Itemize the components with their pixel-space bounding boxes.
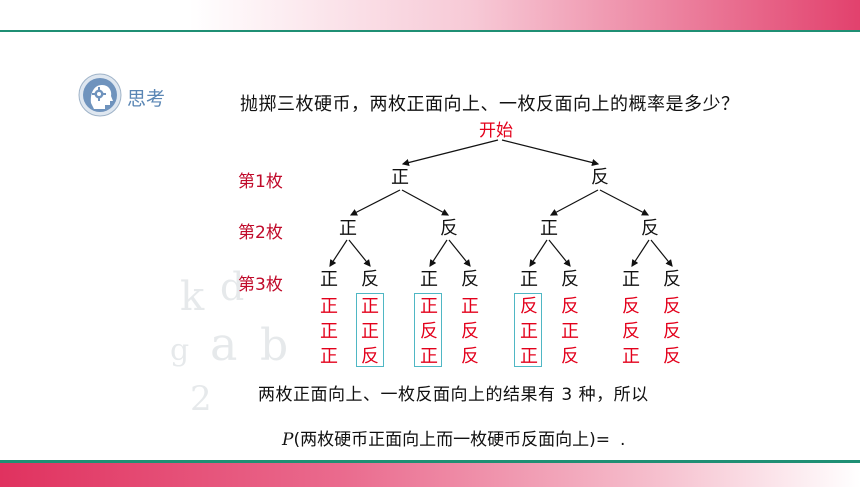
question-text: 抛掷三枚硬币，两枚正面向上、一枚反面向上的概率是多少？ (240, 94, 740, 115)
tree-node-l3: 正 (420, 269, 438, 290)
row-label-coin-1: 第1枚 (238, 172, 283, 192)
outcome-cell: 反 (520, 296, 538, 317)
tree-node-l2: 反 (440, 218, 458, 239)
tree-node-l3: 反 (461, 269, 479, 290)
tree-node-l3: 反 (361, 269, 379, 290)
outcome-cell: 反 (361, 346, 379, 367)
outcome-cell: 反 (461, 321, 479, 342)
outcome-cell: 正 (461, 296, 479, 317)
outcome-cell: 反 (663, 296, 681, 317)
tree-node-l2: 正 (540, 218, 558, 239)
tree-node-l3: 正 (320, 269, 338, 290)
outcome-cell: 正 (622, 346, 640, 367)
tree-node-l1: 正 (391, 167, 409, 188)
outcome-cell: 正 (361, 321, 379, 342)
bottom-banner (0, 460, 860, 487)
tree-node-l1: 反 (591, 167, 609, 188)
row-label-coin-2: 第2枚 (238, 223, 283, 243)
top-banner (0, 0, 860, 32)
outcome-cell: 正 (420, 346, 438, 367)
outcome-cell: 正 (361, 296, 379, 317)
outcome-cell: 反 (622, 321, 640, 342)
tree-start-node: 开始 (479, 121, 513, 141)
outcome-cell: 反 (420, 321, 438, 342)
outcome-cell: 反 (561, 296, 579, 317)
probability-formula: P(两枚硬币正面向上而一枚硬币反面向上)=. (282, 425, 625, 450)
tree-node-l2: 反 (641, 218, 659, 239)
highlight-box-outcome (356, 293, 384, 367)
tree-node-l3: 正 (622, 269, 640, 290)
probability-symbol: P (282, 430, 294, 450)
tree-node-l3: 反 (663, 269, 681, 290)
outcome-cell: 正 (520, 321, 538, 342)
outcome-cell: 正 (320, 296, 338, 317)
outcome-cell: 正 (520, 346, 538, 367)
conclusion-text: 两枚正面向上、一枚反面向上的结果有 3 种，所以 (258, 385, 649, 405)
outcome-cell: 反 (663, 321, 681, 342)
highlight-box-outcome (514, 293, 542, 367)
outcome-cell: 正 (561, 321, 579, 342)
tree-node-l2: 正 (339, 218, 357, 239)
outcome-cell: 反 (561, 346, 579, 367)
probability-tail: . (619, 430, 626, 450)
think-heading: 思考 (127, 88, 166, 110)
probability-expression: (两枚硬币正面向上而一枚硬币反面向上)= (293, 430, 610, 450)
row-label-coin-3: 第3枚 (238, 275, 283, 295)
outcome-cell: 反 (663, 346, 681, 367)
outcome-cell: 正 (320, 321, 338, 342)
outcome-cell: 正 (320, 346, 338, 367)
outcome-cell: 正 (420, 296, 438, 317)
outcome-cell: 反 (461, 346, 479, 367)
highlight-box-outcome (414, 293, 442, 367)
brain-gear-icon (78, 73, 122, 117)
tree-node-l3: 正 (520, 269, 538, 290)
tree-node-l3: 反 (561, 269, 579, 290)
outcome-cell: 反 (622, 296, 640, 317)
